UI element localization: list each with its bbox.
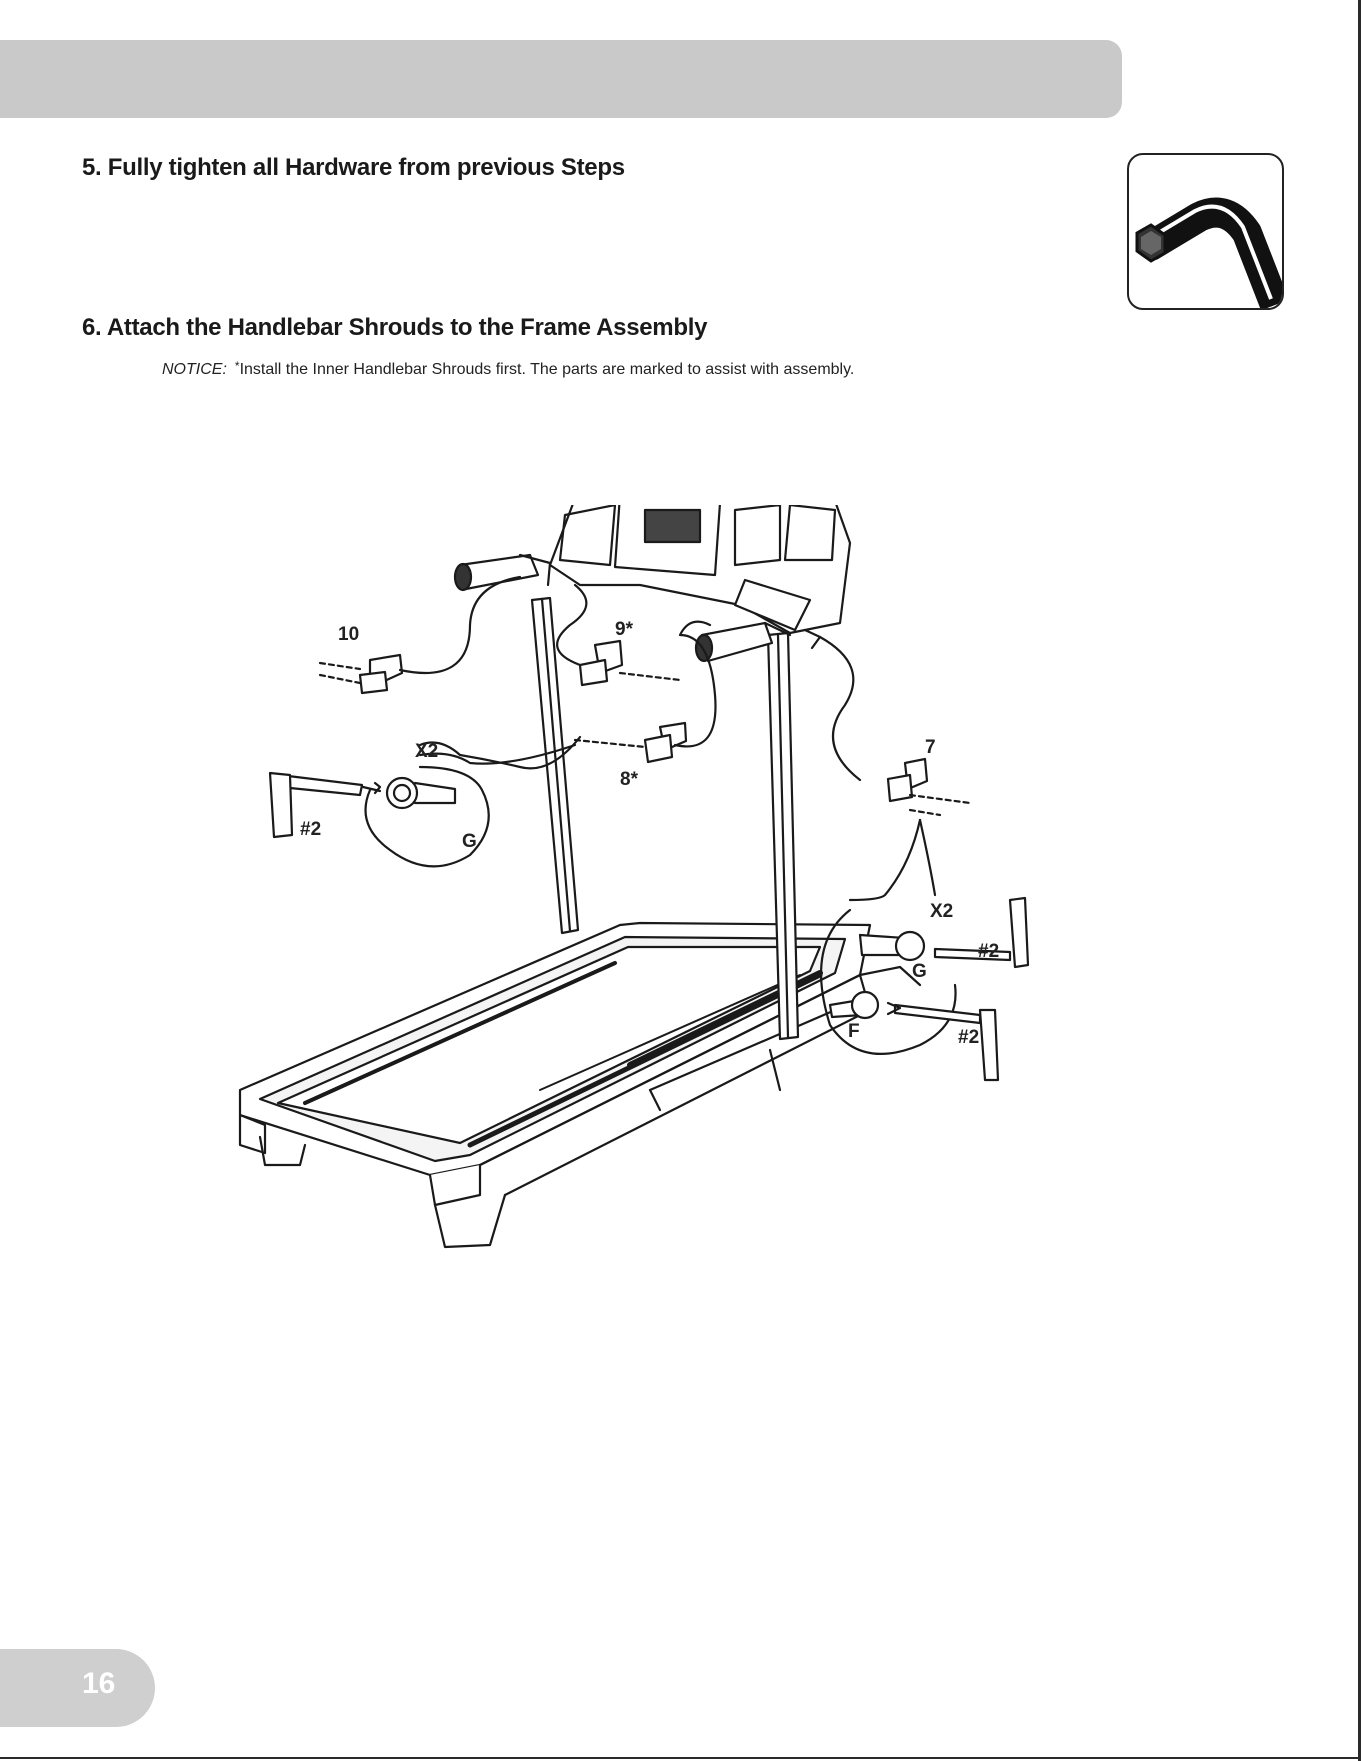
label-wrench-right-bottom: #2 <box>958 1027 979 1048</box>
notice-line: NOTICE: *Install the Inner Handlebar Shro… <box>162 361 854 379</box>
label-bolt-left: G <box>462 831 477 852</box>
notice-label: NOTICE: <box>162 361 227 378</box>
notice-marker: * <box>235 359 240 373</box>
bottom-edge-rule <box>0 1757 1361 1759</box>
label-part-10: 10 <box>338 624 359 645</box>
label-wrench-left: #2 <box>300 819 321 840</box>
treadmill-deck <box>240 923 920 1247</box>
page-number-tab: 16 <box>0 1649 155 1727</box>
label-bolt-right-bottom: F <box>848 1021 860 1042</box>
left-handle-grip <box>455 555 550 590</box>
treadmill-assembly-diagram: 10 9* 8* 7 X2 X2 #2 #2 #2 G G F <box>220 505 1180 1305</box>
label-part-8: 8* <box>620 769 639 790</box>
notice-text: Install the Inner Handlebar Shrouds firs… <box>240 361 855 378</box>
label-qty-left: X2 <box>415 741 438 762</box>
label-qty-right: X2 <box>930 901 953 922</box>
shroud-8 <box>575 622 716 762</box>
label-part-7: 7 <box>925 737 936 758</box>
tool-callout <box>1127 153 1284 310</box>
label-part-9: 9* <box>615 619 634 640</box>
page-number: 16 <box>82 1667 115 1701</box>
label-bolt-right-top: G <box>912 961 927 982</box>
step-5-title: 5. Fully tighten all Hardware from previ… <box>82 154 625 182</box>
shroud-7 <box>805 630 970 815</box>
step-6-title: 6. Attach the Handlebar Shrouds to the F… <box>82 314 707 342</box>
label-wrench-right-top: #2 <box>978 941 999 962</box>
upright-left <box>532 598 578 933</box>
console <box>550 505 850 633</box>
header-banner <box>0 40 1122 118</box>
allen-wrench-icon <box>1129 155 1282 308</box>
